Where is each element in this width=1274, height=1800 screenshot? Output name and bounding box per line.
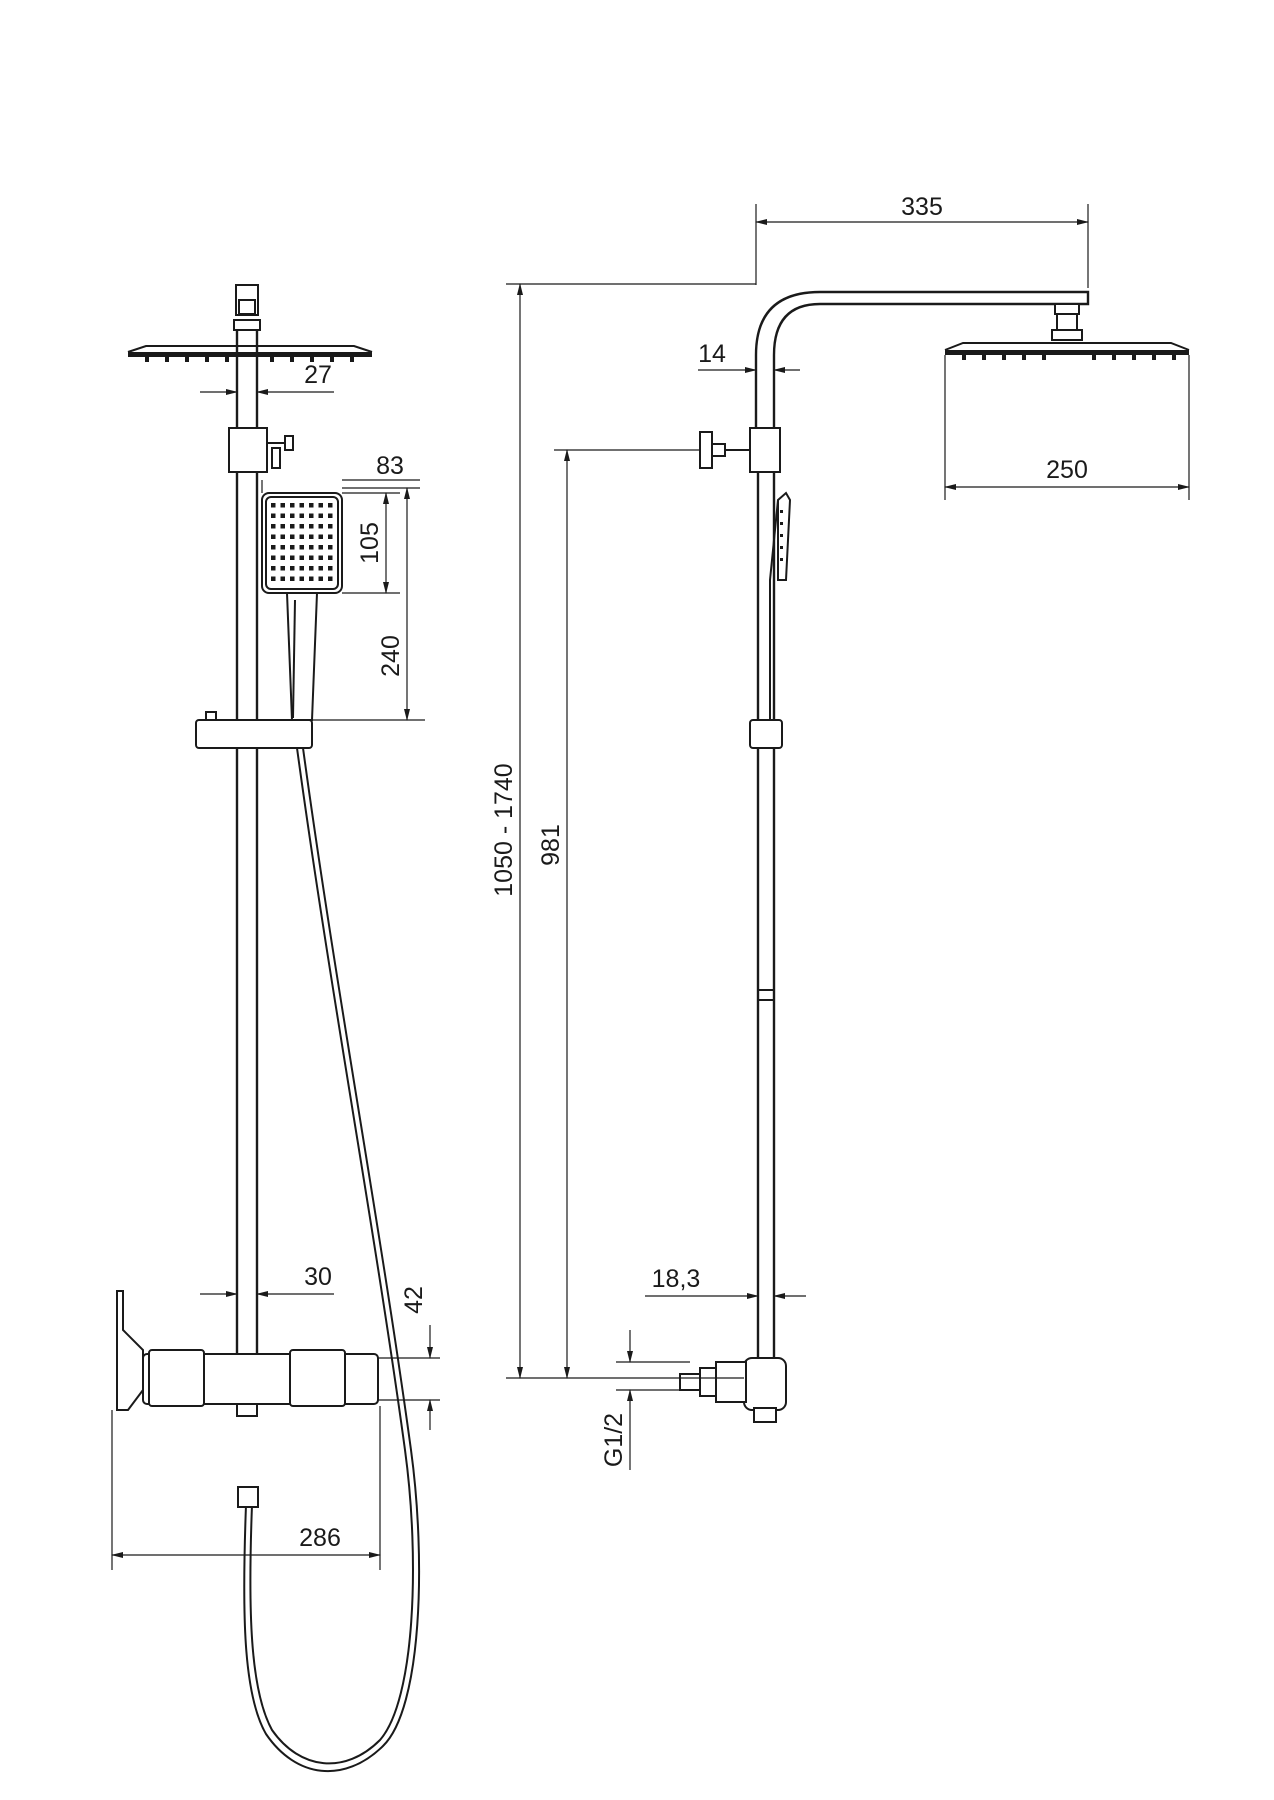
front-upper-pipe bbox=[235, 330, 259, 430]
nozzle bbox=[299, 503, 304, 508]
nozzle bbox=[271, 513, 276, 518]
nozzle bbox=[328, 555, 333, 560]
nozzle bbox=[290, 503, 295, 508]
dim-pipe-offset: 14 bbox=[698, 340, 726, 368]
front-view bbox=[116, 284, 421, 1773]
nozzle bbox=[328, 545, 333, 550]
side-arm bbox=[754, 290, 1090, 430]
nozzle bbox=[280, 534, 285, 539]
side-connection bbox=[679, 1357, 787, 1423]
dim-hand-head: 105 bbox=[356, 522, 384, 564]
side-view bbox=[679, 290, 1190, 1423]
nozzle bbox=[271, 555, 276, 560]
nozzle bbox=[309, 566, 314, 571]
side-column bbox=[756, 472, 776, 1360]
side-slider bbox=[749, 719, 783, 749]
nozzle bbox=[280, 566, 285, 571]
front-slider bbox=[195, 711, 313, 749]
side-rain-head bbox=[944, 342, 1190, 351]
nozzle bbox=[271, 503, 276, 508]
nozzle bbox=[328, 503, 333, 508]
dim-hand-length: 240 bbox=[377, 635, 405, 677]
nozzle bbox=[280, 576, 285, 581]
nozzle bbox=[318, 576, 323, 581]
nozzle bbox=[271, 545, 276, 550]
front-hose bbox=[249, 747, 414, 1765]
nozzle bbox=[290, 576, 295, 581]
nozzle bbox=[299, 555, 304, 560]
side-diverter bbox=[699, 427, 781, 473]
nozzle bbox=[309, 545, 314, 550]
nozzle bbox=[280, 524, 285, 529]
nozzle bbox=[318, 566, 323, 571]
front-rain-head bbox=[127, 284, 373, 362]
nozzle bbox=[328, 524, 333, 529]
front-hand-shower bbox=[261, 492, 343, 721]
dim-mixer-height: 42 bbox=[400, 1286, 428, 1314]
nozzle bbox=[309, 534, 314, 539]
dim-arm-length: 335 bbox=[901, 193, 943, 221]
nozzle bbox=[299, 534, 304, 539]
dim-bar-diameter: 30 bbox=[304, 1263, 332, 1291]
nozzle bbox=[290, 534, 295, 539]
nozzle bbox=[309, 524, 314, 529]
nozzle bbox=[318, 503, 323, 508]
nozzle bbox=[299, 576, 304, 581]
nozzle bbox=[318, 513, 323, 518]
nozzle bbox=[280, 503, 285, 508]
nozzle bbox=[328, 566, 333, 571]
dim-front-head: 27 bbox=[304, 361, 332, 389]
nozzle bbox=[271, 524, 276, 529]
nozzle bbox=[328, 576, 333, 581]
nozzle bbox=[318, 524, 323, 529]
nozzle bbox=[299, 513, 304, 518]
dim-hand-width: 83 bbox=[376, 452, 404, 480]
nozzle bbox=[290, 524, 295, 529]
nozzle bbox=[280, 555, 285, 560]
dim-connection: G1/2 bbox=[600, 1413, 628, 1467]
nozzle bbox=[318, 534, 323, 539]
dim-bar-height: 981 bbox=[537, 824, 565, 866]
nozzle bbox=[299, 566, 304, 571]
nozzle bbox=[299, 524, 304, 529]
dim-head-diameter: 250 bbox=[1046, 456, 1088, 484]
nozzle bbox=[280, 545, 285, 550]
nozzle bbox=[290, 545, 295, 550]
nozzle bbox=[290, 555, 295, 560]
nozzle bbox=[318, 545, 323, 550]
nozzle bbox=[328, 534, 333, 539]
nozzle bbox=[271, 576, 276, 581]
front-mixer bbox=[116, 1290, 379, 1417]
nozzle bbox=[328, 513, 333, 518]
dim-bar-tube: 18,3 bbox=[652, 1265, 701, 1293]
nozzle bbox=[271, 566, 276, 571]
nozzle bbox=[280, 513, 285, 518]
nozzle bbox=[290, 513, 295, 518]
dim-mixer-width: 286 bbox=[299, 1524, 341, 1552]
nozzle bbox=[309, 555, 314, 560]
front-diverter bbox=[228, 427, 294, 473]
front-hose-connector bbox=[237, 1486, 259, 1508]
dimensions: 335 27 14 250 83 105 240 1050 - 1740 bbox=[111, 193, 1190, 1570]
nozzle bbox=[309, 513, 314, 518]
dim-height-range: 1050 - 1740 bbox=[490, 763, 518, 896]
nozzle bbox=[318, 555, 323, 560]
nozzle bbox=[309, 503, 314, 508]
nozzle bbox=[290, 566, 295, 571]
nozzle bbox=[299, 545, 304, 550]
nozzle bbox=[271, 534, 276, 539]
nozzle bbox=[309, 576, 314, 581]
front-main-column bbox=[235, 472, 259, 1354]
